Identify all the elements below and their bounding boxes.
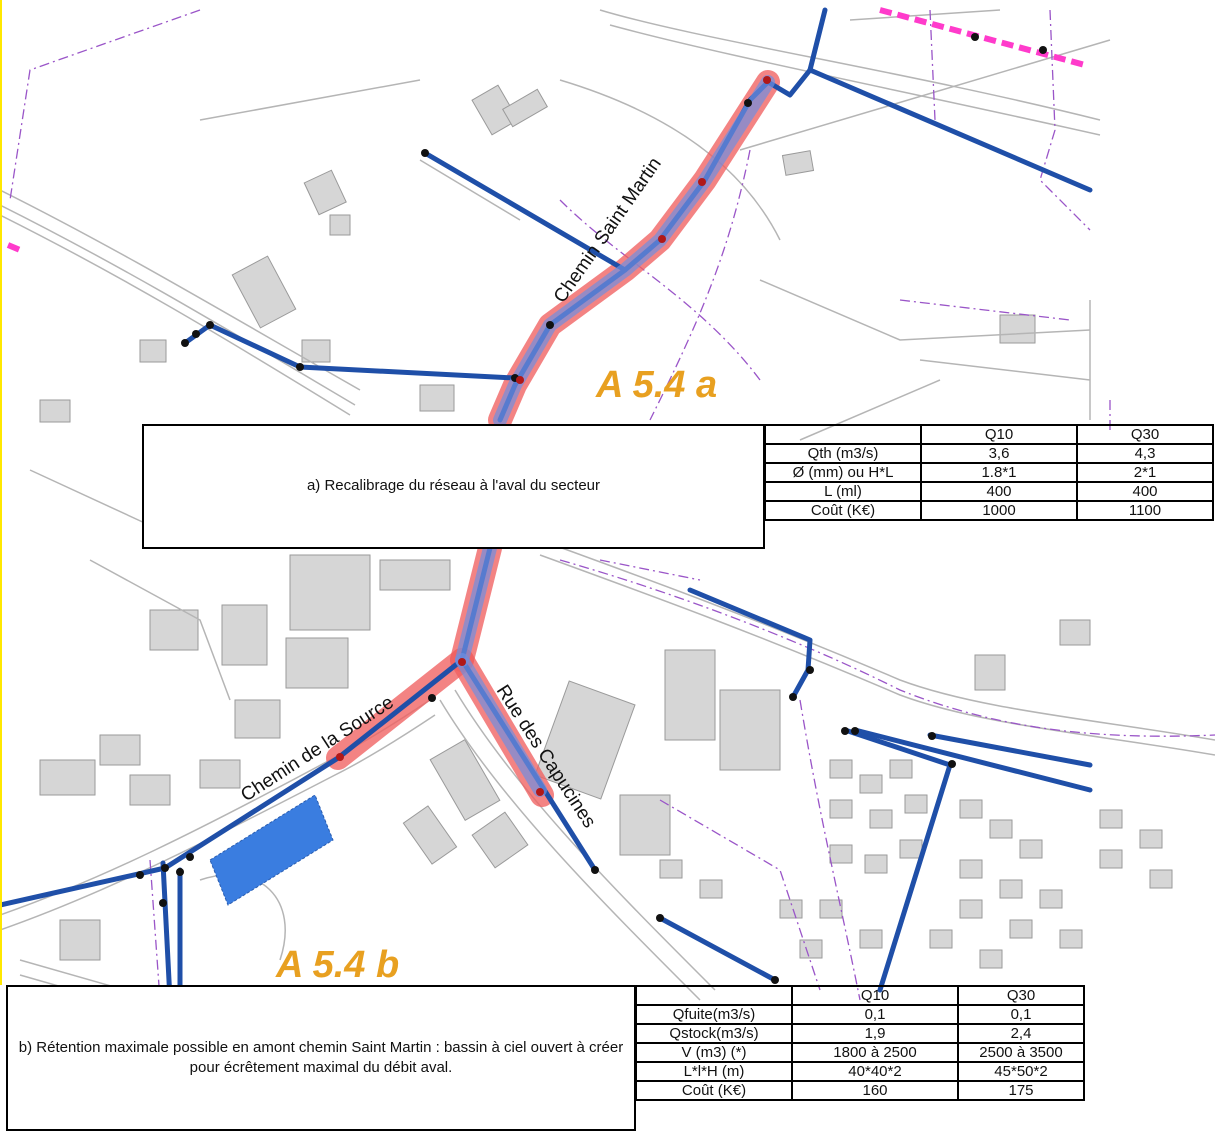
row-label: Coût (K€) xyxy=(635,1080,793,1101)
q10-cell: 160 xyxy=(791,1080,959,1101)
commune-boundary xyxy=(9,9,1215,1001)
panel-b-table: Q10 Q30 Qfuite(m3/s) 0,1 0,1 Qstock(m3/s… xyxy=(635,985,1085,1101)
q10-cell: 0,1 xyxy=(791,1004,959,1025)
table-row: V (m3) (*) 1800 à 2500 2500 à 3500 xyxy=(635,1042,1085,1063)
row-label: L (ml) xyxy=(764,481,922,502)
q30-cell: 175 xyxy=(957,1080,1085,1101)
q30-cell: 2*1 xyxy=(1076,462,1214,483)
q10-cell: 1800 à 2500 xyxy=(791,1042,959,1063)
table-row: L (ml) 400 400 xyxy=(764,481,1214,502)
table-header-row: Q10 Q30 xyxy=(764,424,1214,445)
q10-cell: 1.8*1 xyxy=(920,462,1078,483)
retention-basin xyxy=(209,794,334,906)
row-label: Ø (mm) ou H*L xyxy=(764,462,922,483)
row-label: Coût (K€) xyxy=(764,500,922,521)
header-cell: Q30 xyxy=(957,985,1085,1006)
buildings xyxy=(39,84,1091,961)
q30-cell: 2500 à 3500 xyxy=(957,1042,1085,1063)
panel-b: b) Rétention maximale possible en amont … xyxy=(6,985,636,1131)
q30-cell: 0,1 xyxy=(957,1004,1085,1025)
table-row: Coût (K€) 1000 1100 xyxy=(764,500,1214,521)
row-label: L*l*H (m) xyxy=(635,1061,793,1082)
row-label: V (m3) (*) xyxy=(635,1042,793,1063)
header-cell: Q10 xyxy=(920,424,1078,445)
zone-label-b: A 5.4 b xyxy=(275,944,399,986)
table-row: Coût (K€) 160 175 xyxy=(635,1080,1085,1101)
row-label: Qfuite(m3/s) xyxy=(635,1004,793,1025)
q10-cell: 1000 xyxy=(920,500,1078,521)
row-label: Qth (m3/s) xyxy=(764,443,922,464)
table-row: Qstock(m3/s) 1,9 2,4 xyxy=(635,1023,1085,1044)
header-cell: Q30 xyxy=(1076,424,1214,445)
header-cell xyxy=(764,424,922,445)
table-header-row: Q10 Q30 xyxy=(635,985,1085,1006)
q30-cell: 45*50*2 xyxy=(957,1061,1085,1082)
table-row: Qth (m3/s) 3,6 4,3 xyxy=(764,443,1214,464)
network-nodes xyxy=(136,33,1047,984)
table-row: L*l*H (m) 40*40*2 45*50*2 xyxy=(635,1061,1085,1082)
q10-cell: 400 xyxy=(920,481,1078,502)
q30-cell: 1100 xyxy=(1076,500,1214,521)
q30-cell: 4,3 xyxy=(1076,443,1214,464)
zone-label-a: A 5.4 a xyxy=(595,364,717,406)
header-cell: Q10 xyxy=(791,985,959,1006)
houses xyxy=(659,759,1173,969)
q10-cell: 1,9 xyxy=(791,1023,959,1044)
panel-a: a) Recalibrage du réseau à l'aval du sec… xyxy=(142,424,765,549)
q30-cell: 400 xyxy=(1076,481,1214,502)
table-row: Qfuite(m3/s) 0,1 0,1 xyxy=(635,1004,1085,1025)
panel-a-table: Q10 Q30 Qth (m3/s) 3,6 4,3 Ø (mm) ou H*L… xyxy=(764,424,1214,521)
magenta-dashed-lines xyxy=(6,7,1086,253)
table-row: Ø (mm) ou H*L 1.8*1 2*1 xyxy=(764,462,1214,483)
corridor-nodes xyxy=(336,76,771,796)
row-label: Qstock(m3/s) xyxy=(635,1023,793,1044)
q10-cell: 3,6 xyxy=(920,443,1078,464)
q10-cell: 40*40*2 xyxy=(791,1061,959,1082)
header-cell xyxy=(635,985,793,1006)
panel-a-description: a) Recalibrage du réseau à l'aval du sec… xyxy=(306,477,601,495)
q30-cell: 2,4 xyxy=(957,1023,1085,1044)
panel-b-description: b) Rétention maximale possible en amont … xyxy=(18,1038,624,1076)
